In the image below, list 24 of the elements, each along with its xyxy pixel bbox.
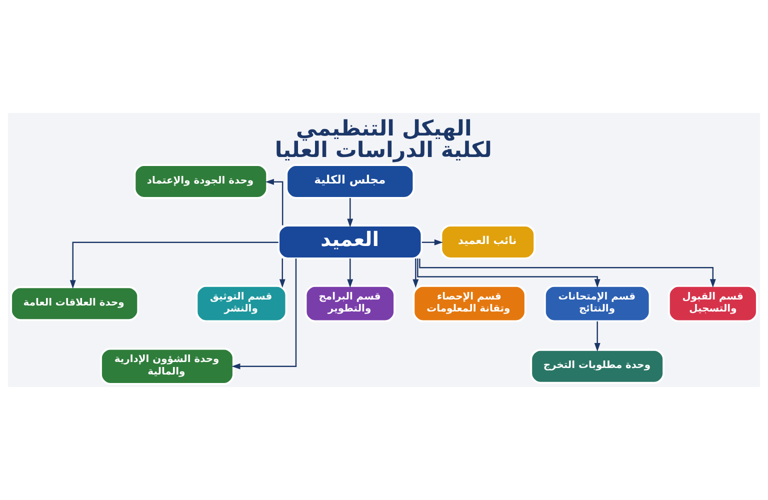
node-box: نائب العميد <box>440 224 536 260</box>
node-box: وحدة العلاقات العامة <box>10 286 140 321</box>
node-box: مجلس الكلية <box>286 164 415 199</box>
node-box: وحدة الجودة والإعتماد <box>134 164 268 199</box>
arrow <box>70 242 278 289</box>
node-box: قسم القبول والتسجيل <box>668 285 758 322</box>
arrow <box>279 258 286 288</box>
node-box: قسم البرامج والتطوير <box>304 285 396 322</box>
arrow <box>422 239 443 246</box>
arrow <box>347 198 354 228</box>
arrow <box>347 258 354 288</box>
arrow <box>417 258 600 288</box>
arrow <box>419 258 716 288</box>
node-box: قسم الإمتحانات والنتائج <box>544 285 651 322</box>
node-box: قسم التوثيق والنشر <box>196 285 288 322</box>
arrow <box>232 258 297 370</box>
arrow <box>594 321 600 352</box>
arrow <box>265 178 284 226</box>
node-box: العميد <box>278 224 423 260</box>
node-box: وحدة الشؤون الإدارية والمالية <box>100 348 234 385</box>
node-box: وحدة مطلوبات التخرج <box>530 348 664 384</box>
node-box: قسم الإحصاء وتقانة المعلومات <box>412 285 526 322</box>
diagram-title: الهيكل التنظيمي لكلية الدراسات العليا <box>274 116 492 163</box>
arrow <box>412 258 419 288</box>
